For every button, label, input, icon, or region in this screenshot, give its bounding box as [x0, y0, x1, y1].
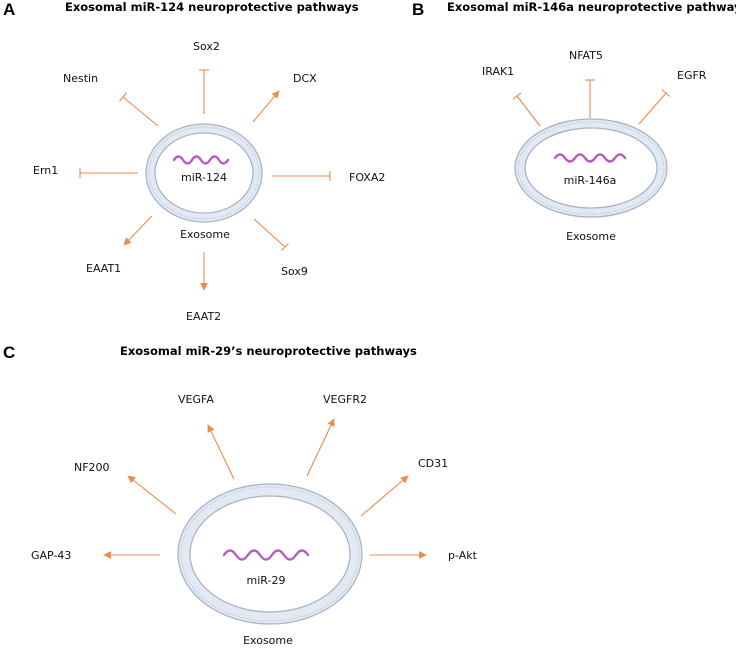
target-gap43: GAP-43	[31, 549, 71, 562]
exosome-membrane-inner	[154, 132, 254, 214]
activate-arrow-cd31	[360, 475, 409, 517]
panel-a-letter: A	[3, 0, 15, 19]
activate-arrow-vegfr2	[306, 418, 335, 477]
inhibit-line-sox9	[253, 218, 286, 248]
exosome-membrane-inner	[524, 127, 658, 209]
exosome-b: miR-146a	[514, 118, 668, 218]
panel-b-letter: B	[412, 0, 424, 19]
target-nestin: Nestin	[63, 72, 98, 85]
mirna-strand-icon	[172, 155, 230, 165]
center-mirna-label: miR-29	[247, 574, 286, 587]
target-dcx: DCX	[293, 72, 317, 85]
activate-arrow-dcx	[252, 90, 280, 123]
panel-a-connectors	[79, 69, 331, 291]
target-sox9: Sox9	[281, 265, 308, 278]
target-nfat5: NFAT5	[569, 49, 603, 62]
panel-b-title: Exosomal miR-146a neuroprotective pathwa…	[447, 0, 736, 14]
exosome-membrane-beads	[148, 126, 260, 220]
target-egfr: EGFR	[677, 69, 707, 82]
exosome-c: miR-29	[177, 483, 363, 625]
inhibit-line-egfr	[638, 92, 667, 125]
target-nf200: NF200	[74, 461, 110, 474]
target-eaat1: EAAT1	[86, 262, 121, 275]
center-mirna-label: miR-124	[181, 171, 227, 184]
panel-c-letter: C	[3, 343, 15, 362]
inhibit-bar-sox9	[281, 243, 289, 251]
panel-b-connectors	[512, 79, 671, 127]
inhibit-bar-nestin	[119, 92, 127, 102]
exosome-a: miR-124	[145, 123, 263, 223]
target-foxa2: FOXA2	[349, 171, 385, 184]
panel-c: C Exosomal miR-29’s neuroprotective path…	[3, 343, 478, 647]
center-mirna-label: miR-146a	[564, 174, 617, 187]
inhibit-line-nestin	[122, 96, 159, 127]
mirna-strand-icon	[553, 153, 627, 163]
mirna-strand-icon	[222, 549, 310, 561]
target-pakt: p-Akt	[448, 549, 478, 562]
exosome-membrane-beads	[517, 121, 665, 215]
panel-a: A Exosomal miR-124 neuroprotective pathw…	[3, 0, 385, 323]
activate-arrow-eaat1	[123, 215, 153, 246]
activate-arrow-nf200	[127, 475, 177, 515]
panel-a-title: Exosomal miR-124 neuroprotective pathway…	[65, 0, 359, 14]
panel-b: B Exosomal miR-146a neuroprotective path…	[412, 0, 736, 243]
panel-c-title: Exosomal miR-29’s neuroprotective pathwa…	[120, 344, 417, 358]
activate-arrow-vegfa	[207, 424, 235, 480]
exosome-membrane-beads	[180, 486, 360, 622]
target-eaat2: EAAT2	[186, 310, 221, 323]
target-ern1: Ern1	[33, 164, 58, 177]
target-irak1: IRAK1	[482, 65, 514, 78]
target-vegfa: VEGFA	[178, 393, 214, 406]
inhibit-line-irak1	[516, 95, 541, 127]
inhibit-bar-irak1	[512, 92, 522, 100]
exosome-label: Exosome	[180, 228, 230, 241]
panel-c-connectors	[103, 418, 427, 559]
exosome-label: Exosome	[566, 230, 616, 243]
inhibit-bar-egfr	[661, 89, 671, 97]
target-cd31: CD31	[418, 457, 448, 470]
target-vegfr2: VEGFR2	[323, 393, 367, 406]
exosome-label: Exosome	[243, 634, 293, 647]
exosome-membrane-inner	[189, 495, 351, 613]
target-sox2: Sox2	[193, 40, 220, 53]
